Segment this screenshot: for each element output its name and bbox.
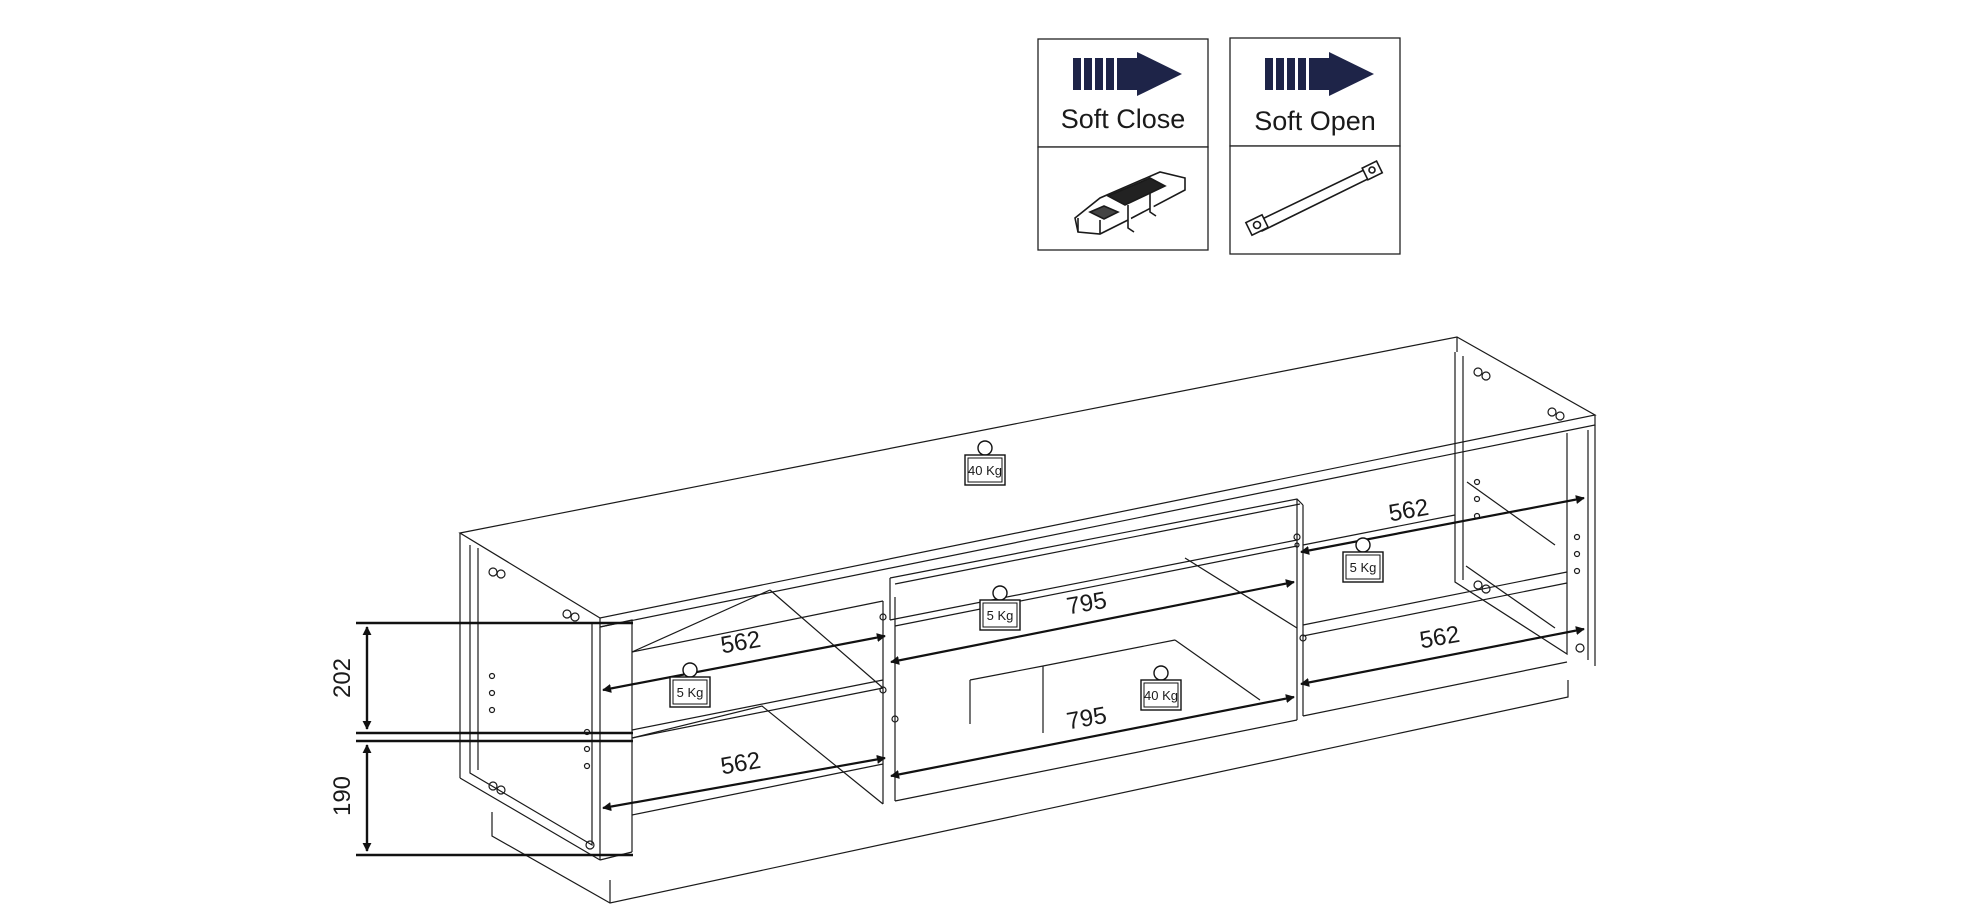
soft-open-arrow-icon (1265, 52, 1374, 96)
weight-tag-drawer: 5 Kg (979, 585, 1021, 631)
weight-tag-left-shelf: 5 Kg (669, 662, 711, 708)
top-surface-weight: 40 Kg (968, 463, 1002, 478)
center-drawer-width-dimension: 795 (1065, 587, 1109, 621)
soft-close-hinge-icon (1074, 171, 1186, 235)
right-top-depth-dimension: 562 (1387, 494, 1431, 528)
center-open-width-dimension: 795 (1065, 702, 1109, 736)
soft-open-label: Soft Open (1254, 106, 1376, 136)
cabinet-drawing (458, 336, 1597, 904)
right-bottom-depth-dimension: 562 (1418, 621, 1462, 655)
right-shelf-weight: 5 Kg (1350, 560, 1377, 575)
height-dimensions (356, 621, 633, 857)
weight-tag-top: 40 Kg (964, 440, 1006, 486)
weight-tag-right-shelf: 5 Kg (1342, 537, 1384, 583)
soft-open-rod-icon (1244, 160, 1384, 237)
drawer-weight: 5 Kg (987, 608, 1014, 623)
dimension-arrows (602, 495, 1585, 812)
upper-height-dimension: 202 (329, 658, 356, 698)
left-top-depth-dimension: 562 (719, 626, 763, 660)
feature-soft-open: Soft Open (1229, 37, 1401, 255)
left-bottom-depth-dimension: 562 (719, 747, 763, 781)
soft-close-arrow-icon (1073, 52, 1182, 96)
soft-close-label: Soft Close (1061, 104, 1186, 134)
left-shelf-weight: 5 Kg (677, 685, 704, 700)
lower-height-dimension: 190 (329, 776, 356, 816)
weight-tag-center-bottom: 40 Kg (1140, 665, 1182, 711)
center-bottom-weight: 40 Kg (1144, 688, 1178, 703)
feature-soft-close: Soft Close (1037, 38, 1209, 251)
